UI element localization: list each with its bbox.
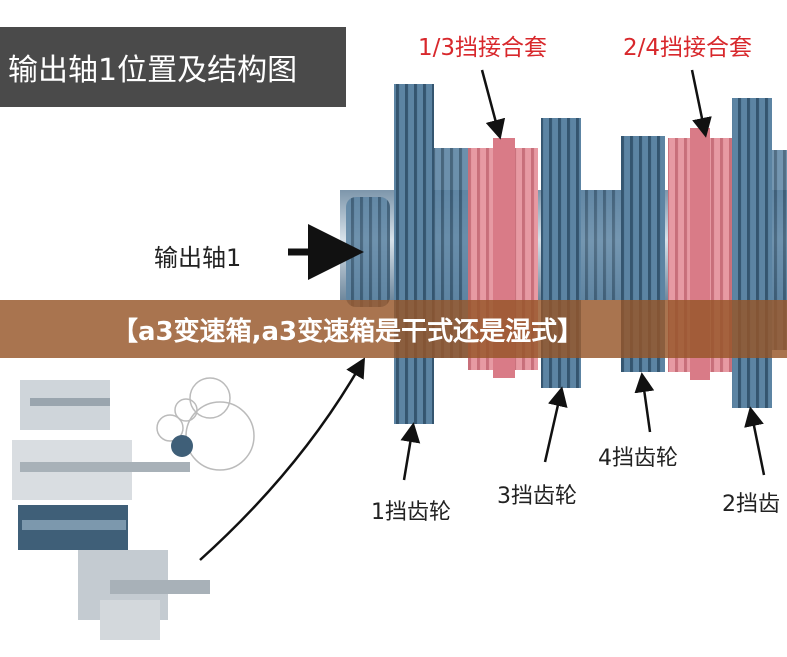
arrow-gear-4 xyxy=(634,372,655,433)
arrow-sync-13 xyxy=(480,69,506,140)
diagram-title: 输出轴1位置及结构图 xyxy=(0,27,346,107)
gear-2-body xyxy=(732,98,772,408)
label-output-shaft: 输出轴1 xyxy=(154,244,242,272)
arrow-sync-24 xyxy=(690,69,712,138)
label-sync-13: 1/3挡接合套 xyxy=(418,35,548,61)
bearing xyxy=(346,197,390,307)
arrow-gear-1 xyxy=(400,422,421,481)
label-gear-4: 4挡齿轮 xyxy=(598,446,678,471)
curved-pointer xyxy=(199,357,365,561)
inset-gearbox xyxy=(12,377,255,640)
arrow-gear-3 xyxy=(543,386,568,463)
gear-3-hub xyxy=(581,190,621,300)
caption-banner: 【a3变速箱,a3变速箱是干式还是湿式】 xyxy=(0,300,787,358)
label-gear-2: 2挡齿 xyxy=(722,492,780,517)
label-sync-24: 2/4挡接合套 xyxy=(623,35,753,61)
label-gear-1: 1挡齿轮 xyxy=(371,500,451,525)
gear-1-body xyxy=(394,84,434,424)
arrow-gear-2 xyxy=(744,406,766,476)
label-gear-3: 3挡齿轮 xyxy=(497,484,577,509)
